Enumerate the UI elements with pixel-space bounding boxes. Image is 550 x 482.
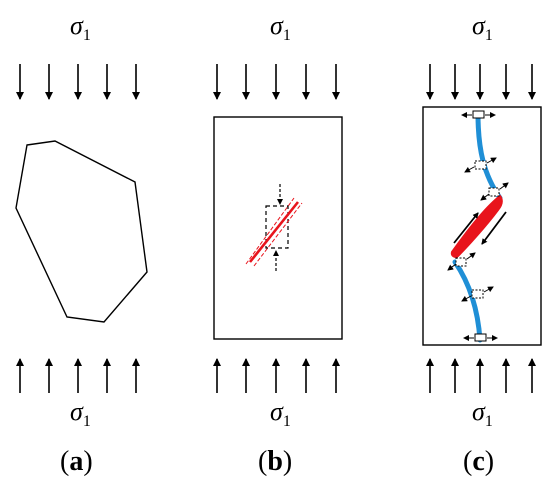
bottom-load-arrows-a	[16, 358, 140, 393]
tension-arrow-icon	[466, 252, 476, 260]
flaw-crack-outline	[253, 202, 303, 267]
top-load-arrows-b	[213, 64, 340, 100]
tension-element-box	[488, 187, 500, 197]
tension-element-lower-mid	[461, 286, 494, 302]
flaw-crack-line	[248, 201, 300, 263]
sigma-top-label-a: σ1	[70, 11, 91, 44]
tension-element-box	[472, 110, 485, 119]
flaw-dashed-box	[265, 205, 289, 249]
tension-arrow-icon	[447, 263, 457, 271]
tension-arrow-icon	[499, 182, 509, 190]
tension-element-bottom	[463, 333, 498, 342]
sigma-bottom-label-b: σ1	[270, 397, 291, 430]
tension-element-box	[455, 257, 467, 267]
tension-element-box	[471, 289, 484, 299]
bottom-load-arrows-c	[426, 358, 536, 393]
sigma-bottom-label-c: σ1	[472, 397, 493, 430]
tension-arrow-icon	[464, 166, 475, 173]
lower-wing-crack	[452, 259, 483, 343]
tension-arrow-icon	[480, 193, 490, 201]
specimen-rectangle-b	[213, 116, 343, 340]
shear-arrow-icon	[453, 212, 479, 244]
tension-arrow-icon	[483, 286, 494, 293]
tension-arrow-icon	[461, 295, 472, 302]
sigma-bottom-label-a: σ1	[70, 397, 91, 430]
panel-label-c: (c)	[463, 446, 494, 477]
tension-element-box	[474, 160, 487, 170]
pre-existing-flaw-b	[245, 184, 303, 271]
rock-grain-polygon	[15, 140, 148, 323]
panel-b: σ1 σ1 (b)	[213, 11, 343, 477]
panel-c: σ1	[422, 11, 542, 477]
upper-wing-crack	[475, 111, 503, 201]
shear-arrow-icon	[481, 211, 507, 245]
sigma-top-label-b: σ1	[270, 11, 291, 44]
main-flaw-crack	[450, 194, 503, 258]
specimen-rectangle-c	[422, 106, 542, 346]
tension-element-flaw-bottom	[447, 252, 476, 271]
panel-label-b: (b)	[258, 446, 292, 477]
panel-a: σ1 σ1 (a)	[15, 11, 148, 477]
tension-element-flaw-top	[480, 182, 509, 201]
top-load-arrows-a	[16, 64, 140, 100]
top-load-arrows-c	[426, 64, 536, 100]
bottom-load-arrows-b	[213, 358, 340, 393]
sigma-top-label-c: σ1	[472, 11, 493, 44]
panel-label-a: (a)	[60, 446, 93, 477]
tension-element-top	[461, 110, 496, 119]
tension-element-upper-mid	[464, 157, 497, 173]
tension-element-box	[474, 333, 487, 342]
flaw-crack-outline	[245, 197, 295, 265]
tension-arrow-icon	[486, 157, 497, 164]
